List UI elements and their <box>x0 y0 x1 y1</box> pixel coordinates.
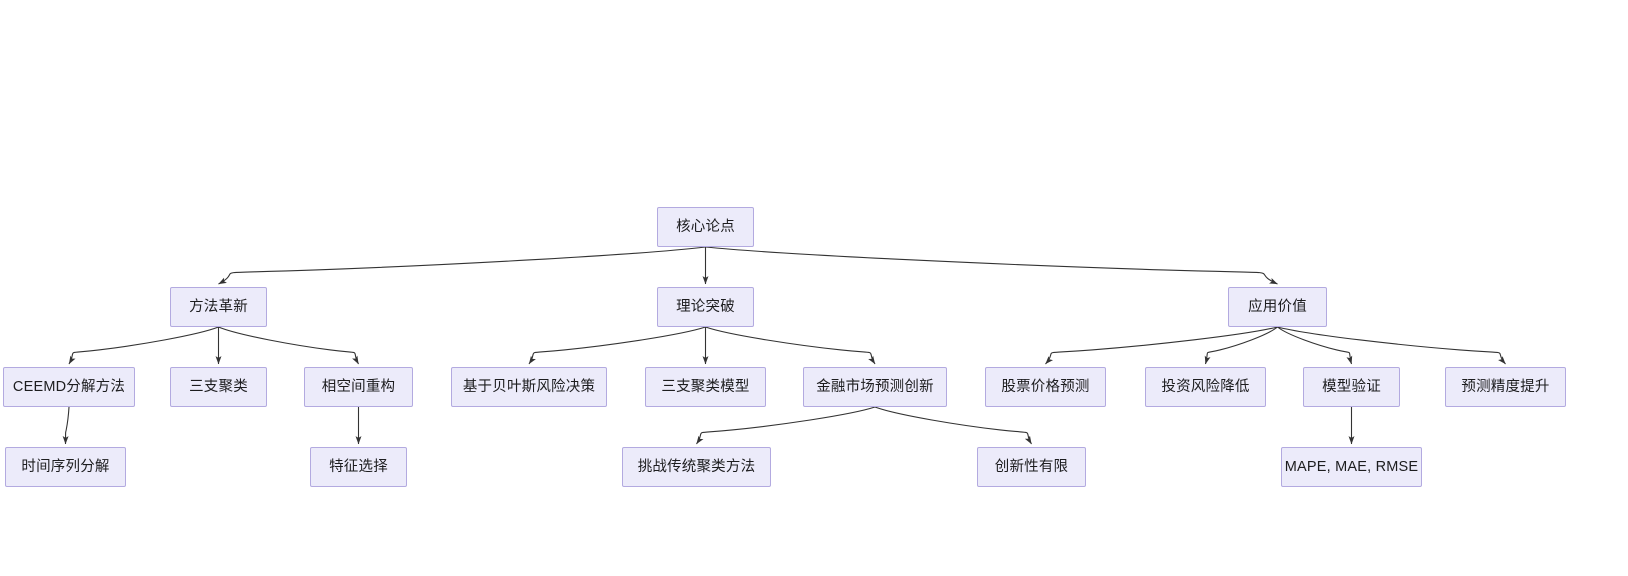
flowchart-node-l1b[interactable]: 理论突破 <box>657 287 754 327</box>
flowchart-node-label: 股票价格预测 <box>1001 378 1090 395</box>
flowchart-edge-l2f-to-l3c <box>696 406 876 445</box>
flowchart-node-label: 三支聚类模型 <box>661 378 750 395</box>
flowchart-edge-l2a-to-l3a <box>62 406 70 445</box>
flowchart-node-l3e[interactable]: MAPE, MAE, RMSE <box>1281 447 1422 487</box>
flowchart-edge-l1c-to-l2h <box>1204 326 1278 365</box>
flowchart-node-l2e[interactable]: 三支聚类模型 <box>645 367 766 407</box>
flowchart-node-l2f[interactable]: 金融市场预测创新 <box>803 367 947 407</box>
flowchart-edge-l1c-to-l2g <box>1045 326 1278 365</box>
flowchart-edge-l1c-to-l2j <box>1277 326 1506 365</box>
edge-paths <box>62 246 1506 445</box>
flowchart-node-label: 相空间重构 <box>321 378 396 395</box>
flowchart-node-l2a[interactable]: CEEMD分解方法 <box>3 367 135 407</box>
flowchart-node-label: 预测精度提升 <box>1461 378 1550 395</box>
flowchart-node-label: 时间序列分解 <box>21 458 110 475</box>
flowchart-node-l3c[interactable]: 挑战传统聚类方法 <box>622 447 771 487</box>
flowchart-node-label: 三支聚类 <box>189 378 248 395</box>
flowchart-edge-root-to-l1a <box>218 246 706 285</box>
flowchart-edge-l1a-to-l2c <box>218 326 359 365</box>
flowchart-node-l2c[interactable]: 相空间重构 <box>304 367 413 407</box>
flowchart-edge-l1b-to-l2f <box>705 326 876 365</box>
flowchart-node-l2b[interactable]: 三支聚类 <box>170 367 267 407</box>
flowchart-edge-root-to-l1c <box>705 246 1278 285</box>
flowchart-node-label: 挑战传统聚类方法 <box>637 458 756 475</box>
flowchart-node-label: 特征选择 <box>329 458 388 475</box>
flowchart-edge-l1b-to-l2d <box>528 326 706 365</box>
flowchart-node-label: CEEMD分解方法 <box>12 378 126 395</box>
flowchart-node-l2g[interactable]: 股票价格预测 <box>985 367 1106 407</box>
flowchart-edge-l1a-to-l2a <box>68 326 219 365</box>
flowchart-node-label: 金融市场预测创新 <box>816 378 934 395</box>
flowchart-node-l3d[interactable]: 创新性有限 <box>977 447 1086 487</box>
flowchart-node-label: 核心论点 <box>676 218 735 235</box>
flowchart-edge-l2f-to-l3d <box>874 406 1032 445</box>
flowchart-node-label: 应用价值 <box>1248 298 1307 315</box>
flowchart-node-l2h[interactable]: 投资风险降低 <box>1145 367 1266 407</box>
flowchart-node-l1c[interactable]: 应用价值 <box>1228 287 1327 327</box>
flowchart-node-l2d[interactable]: 基于贝叶斯风险决策 <box>451 367 607 407</box>
flowchart-node-label: 创新性有限 <box>994 458 1069 475</box>
flowchart-node-label: 理论突破 <box>676 298 735 315</box>
flowchart-node-label: 方法革新 <box>189 298 248 315</box>
flowchart-edge-l1c-to-l2i <box>1277 326 1353 365</box>
flowchart-node-l1a[interactable]: 方法革新 <box>170 287 267 327</box>
flowchart-node-label: 基于贝叶斯风险决策 <box>462 378 596 395</box>
flowchart-node-l3a[interactable]: 时间序列分解 <box>5 447 126 487</box>
flowchart-node-label: MAPE, MAE, RMSE <box>1284 458 1419 475</box>
flowchart-node-root[interactable]: 核心论点 <box>657 207 754 247</box>
flowchart-node-label: 模型验证 <box>1322 378 1381 395</box>
flowchart-node-l3b[interactable]: 特征选择 <box>310 447 407 487</box>
flowchart-node-label: 投资风险降低 <box>1161 378 1250 395</box>
flowchart-node-l2i[interactable]: 模型验证 <box>1303 367 1400 407</box>
flowchart-node-l2j[interactable]: 预测精度提升 <box>1445 367 1566 407</box>
